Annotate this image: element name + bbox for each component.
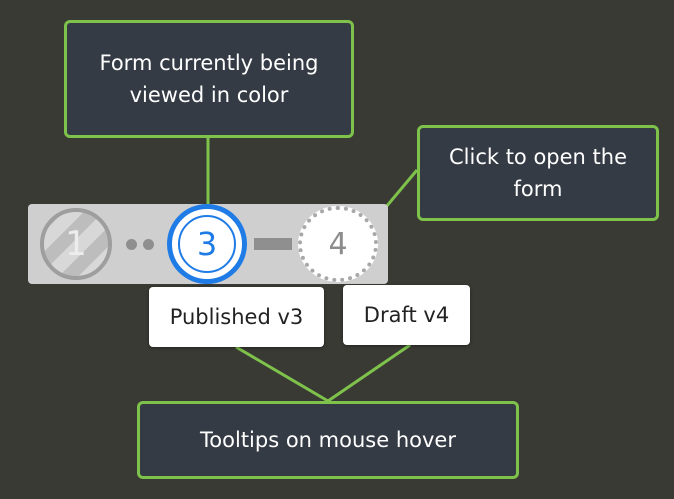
step-separator-dot (126, 239, 137, 250)
callout-click-to-open: Click to open the form (417, 125, 659, 221)
callout-viewed-in-color: Form currently being viewed in color (64, 20, 354, 138)
step-1-label: 1 (65, 224, 87, 264)
step-3-label: 3 (196, 225, 218, 263)
step-4-label: 4 (328, 226, 348, 262)
step-3-inner-ring: 3 (178, 215, 236, 273)
connector-hover-left (235, 345, 329, 403)
callout-click-line1: Click to open the (448, 145, 628, 169)
tooltip-published: Published v3 (149, 287, 324, 347)
connector-hover-right (327, 343, 411, 403)
version-step-3-current[interactable]: 3 (167, 204, 247, 284)
step-connector-bar (254, 238, 292, 250)
callout-viewed-line2: viewed in color (129, 83, 289, 107)
version-step-1[interactable]: 1 (40, 208, 112, 280)
callout-tooltips-on-hover: Tooltips on mouse hover (137, 401, 519, 479)
tooltip-draft: Draft v4 (343, 285, 470, 345)
version-step-4-draft[interactable]: 4 (298, 206, 378, 282)
callout-hover-text: Tooltips on mouse hover (200, 428, 456, 452)
callout-click-line2: form (513, 177, 563, 201)
callout-viewed-line1: Form currently being (99, 51, 319, 75)
step-separator-dot (143, 239, 154, 250)
